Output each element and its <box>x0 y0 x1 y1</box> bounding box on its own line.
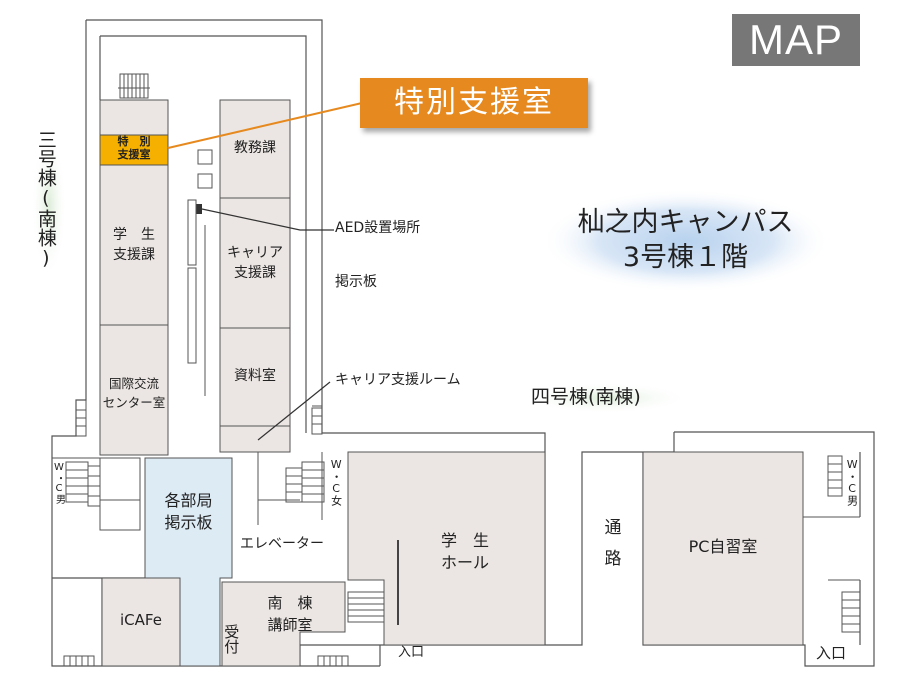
entrance-2-label[interactable]: 入口 <box>816 644 847 662</box>
student-hall-label: 学 生 ホール <box>420 530 510 574</box>
stairs-top <box>118 73 150 99</box>
passage-label: 通路 <box>600 518 621 580</box>
special-support-room-label: 特 別 支援室 <box>100 135 168 161</box>
pc-room-label: PC自習室 <box>688 537 758 556</box>
building4-label: 四号棟(南棟) <box>531 386 641 408</box>
career-room-shape[interactable] <box>219 425 291 453</box>
campus-title: 杣之内キャンパス 3号棟１階 <box>568 205 803 275</box>
pc-room-shape[interactable] <box>642 451 804 646</box>
stairs-right <box>803 455 861 633</box>
elevator-label: エレベーター <box>240 536 324 552</box>
career-support-line1: キャリア <box>227 245 283 261</box>
map-badge: MAP <box>732 14 860 66</box>
materials-room-label: 資料室 <box>234 368 276 384</box>
special-support-line1: 特 別 <box>117 135 151 148</box>
stairs-bottom-mid <box>317 655 349 667</box>
reception-label: 受付 <box>222 624 241 654</box>
stairs-bottom-left <box>63 655 95 667</box>
notice-board-line1: 各部局 <box>164 491 213 510</box>
campus-floor: 3号棟１階 <box>622 242 749 273</box>
stairs-left-upper <box>75 399 87 437</box>
intl-center-line1: 国際交流 <box>108 376 159 391</box>
bulletin-strip-2 <box>187 267 197 364</box>
campus-title-glow <box>541 189 831 293</box>
building4-glow <box>521 382 691 414</box>
left-small-room-b <box>99 499 141 531</box>
aed-label: AED設置場所 <box>335 220 421 236</box>
student-support-label: 学 生 支援課 <box>100 225 168 265</box>
aed-leader <box>201 208 334 231</box>
special-support-room-shape[interactable] <box>99 134 169 166</box>
student-support-shape[interactable] <box>99 99 169 136</box>
student-support-line1: 学 生 <box>113 227 155 243</box>
icafe-label: iCAFe <box>120 611 162 629</box>
career-support-line2: 支援課 <box>234 265 276 281</box>
special-support-line2: 支援室 <box>117 147 151 161</box>
lecturer-room-shape[interactable] <box>221 581 346 667</box>
career-room-label: キャリア支援ルーム <box>335 372 461 388</box>
lecturer-room-line2: 講師室 <box>267 616 313 634</box>
career-room-leader <box>257 381 331 441</box>
aed-marker <box>196 204 202 214</box>
lecturer-room-label: 南 棟 講師室 <box>240 592 340 636</box>
student-hall-line1: 学 生 <box>440 531 489 550</box>
small-box-1 <box>197 149 213 165</box>
small-box-2 <box>197 173 213 189</box>
callout-leader <box>167 102 363 149</box>
career-support-label: キャリア 支援課 <box>220 243 290 283</box>
student-support-line2: 支援課 <box>113 247 155 263</box>
intl-center-label: 国際交流 センター室 <box>100 374 168 412</box>
academic-affairs-label: 教務課 <box>234 140 276 156</box>
notice-board-area-label: 各部局 掲示板 <box>145 490 232 534</box>
lecturer-room-line1: 南 棟 <box>267 594 313 612</box>
career-support-shape[interactable] <box>219 197 291 329</box>
intl-center-shape[interactable] <box>99 324 169 456</box>
academic-affairs-shape[interactable] <box>219 99 291 199</box>
icafe-shape[interactable] <box>101 577 181 667</box>
bulletin-strip-1 <box>187 199 197 266</box>
wc-left-men-label: W・C男 <box>53 462 65 504</box>
wc-women-label: W・C女 <box>329 458 343 506</box>
student-hall-line2: ホール <box>440 553 489 572</box>
building3-glow <box>31 130 67 280</box>
entrance-1-label[interactable]: 入口 <box>398 645 425 660</box>
student-support-shape-b[interactable] <box>99 164 169 326</box>
campus-name: 杣之内キャンパス <box>577 207 794 238</box>
wing-inner-wall <box>99 35 307 433</box>
intl-center-line2: センター室 <box>102 395 166 410</box>
wc-right-men-label: W・C男 <box>845 458 859 506</box>
special-support-callout[interactable]: 特別支援室 <box>360 78 588 128</box>
building3-label: 三号棟(南棟) <box>34 130 57 269</box>
bulletin-label: 掲示板 <box>335 274 377 290</box>
left-small-room <box>99 457 141 501</box>
materials-room-shape[interactable] <box>219 327 291 427</box>
stairs-lecturer <box>347 591 385 623</box>
elevator-area <box>257 405 349 525</box>
notice-board-line2: 掲示板 <box>164 513 213 532</box>
